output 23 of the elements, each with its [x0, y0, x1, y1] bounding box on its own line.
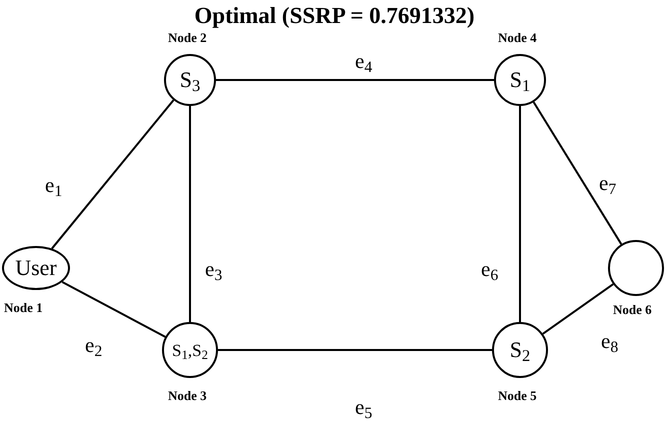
connector-line [532, 102, 622, 245]
node-caption: Node 4 [498, 30, 537, 46]
connector-line [216, 79, 494, 81]
connector-line [542, 283, 614, 335]
connector-line [51, 99, 174, 250]
circle-node [164, 54, 216, 106]
node-label: User [15, 257, 57, 279]
connector-line [218, 349, 492, 351]
diagram-title: Optimal (SSRP = 0.7691332) [193, 2, 476, 30]
node-caption: Node 3 [168, 388, 207, 404]
node-label: S$_{1}$ [510, 69, 530, 91]
ellipse-node [2, 246, 70, 290]
connector-line [62, 281, 166, 338]
circle-node [494, 54, 546, 106]
node-caption: Node 2 [168, 30, 207, 46]
node-caption: Node 5 [498, 388, 537, 404]
node-caption: Node 6 [613, 302, 652, 318]
connector-line [519, 106, 521, 322]
node-label: S$_{3}$ [180, 69, 200, 91]
node-label: S$_{1}$,S$_{2}$ [172, 342, 208, 358]
node-caption: Node 1 [4, 300, 43, 316]
connector-line [189, 106, 191, 322]
node-label: S$_{2}$ [510, 339, 530, 361]
